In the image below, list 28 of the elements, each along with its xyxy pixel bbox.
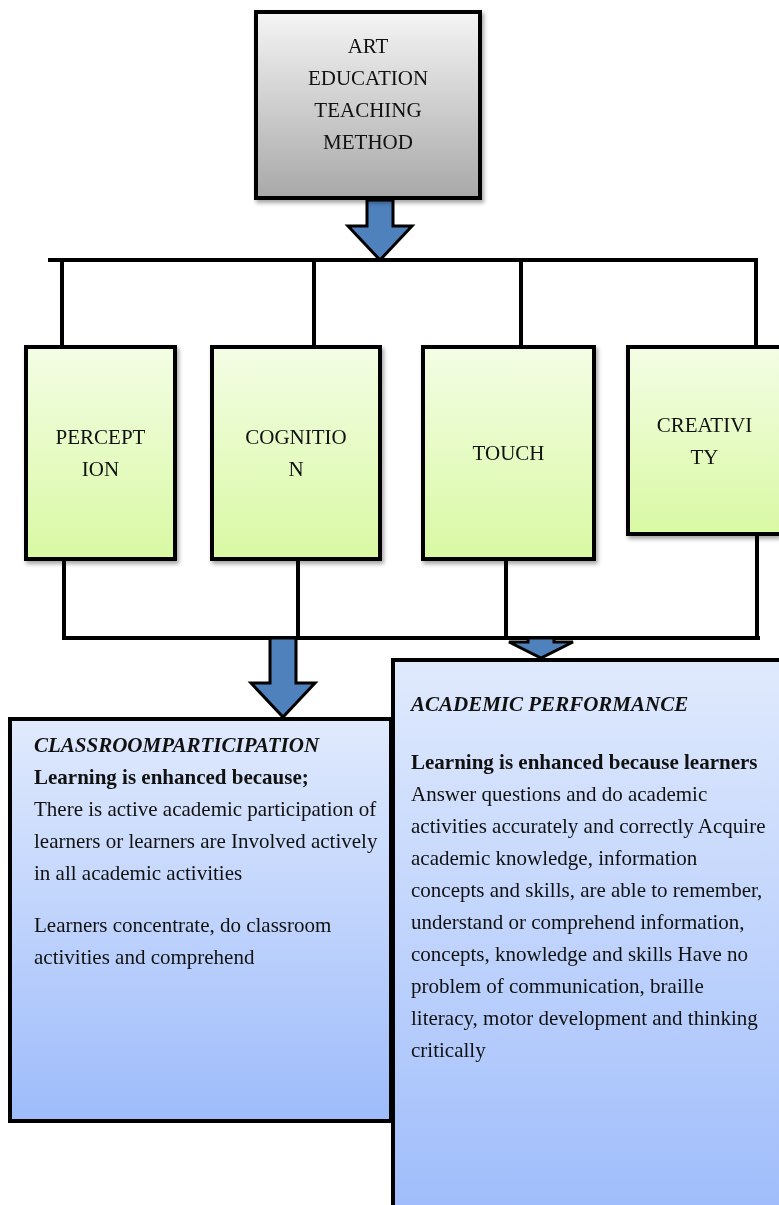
connector-line <box>296 561 300 638</box>
factor-box <box>626 345 779 536</box>
node-label: PERCEPTION <box>54 424 147 483</box>
factor-box <box>421 345 596 561</box>
connector-line <box>60 260 64 345</box>
connector-line <box>754 260 758 345</box>
block-arrow <box>507 636 575 660</box>
connector-line <box>504 561 508 638</box>
node-label: COGNITION <box>244 424 348 483</box>
connector-line <box>519 260 523 345</box>
box-heading: CLASSROOMPARTICIPATION <box>34 732 321 759</box>
connector-line <box>755 536 759 638</box>
connector-line <box>312 260 316 345</box>
node-label: CREATIVITY <box>655 412 754 471</box>
factor-box <box>210 345 382 561</box>
box-heading: ACADEMIC PERFORMANCE <box>411 691 690 718</box>
method-box <box>254 10 482 200</box>
factor-box <box>24 345 177 561</box>
node-label: TOUCH <box>471 440 546 467</box>
outcome-box <box>8 717 393 1123</box>
connector-line <box>62 561 66 638</box>
body-text: There is active academic participation of learners or learners are Involved actively in all academic activities <box>34 796 379 887</box>
node-label: ART EDUCATION TEACHING METHOD <box>306 33 430 156</box>
box-subheading: Learning is enhanced because; <box>34 764 310 791</box>
body-text: Learners concentrate, do classroom activities and comprehend <box>34 912 333 971</box>
outcome-box <box>391 658 779 1205</box>
block-arrow <box>247 636 319 720</box>
body-text: Learning is enhanced because learners Answer questions and do academic activities accurately and correctly Acquire academic knowledge, information concepts and skills, are able to remember, understand or comprehend information, concepts, knowledge and skills Have no problem of communication, braille literacy, motor development and thinking critically <box>411 749 767 1064</box>
